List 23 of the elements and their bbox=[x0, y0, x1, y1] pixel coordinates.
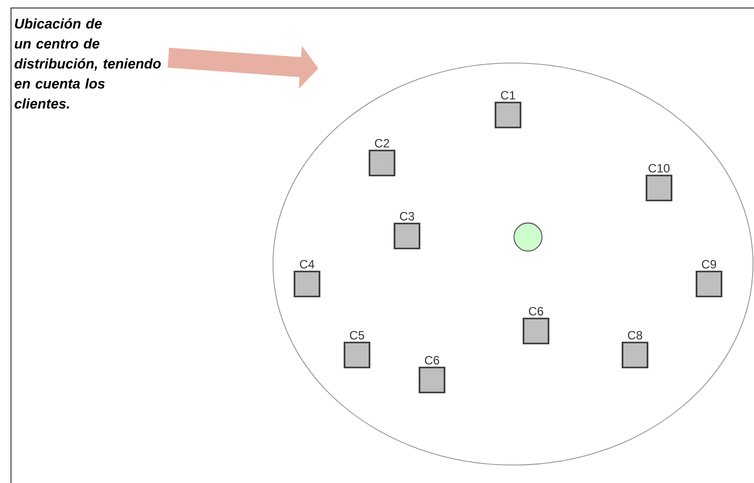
client-label: C4 bbox=[300, 260, 314, 268]
client-square bbox=[344, 342, 370, 368]
client-square bbox=[394, 222, 420, 250]
client-square bbox=[622, 342, 648, 368]
client-square bbox=[696, 270, 722, 298]
ellipse bbox=[272, 62, 754, 466]
client-label: C9 bbox=[702, 260, 716, 268]
client-label: C6 bbox=[528, 307, 544, 316]
client-label: C2 bbox=[374, 139, 390, 148]
client-square bbox=[368, 150, 396, 176]
client-label: C6 bbox=[424, 356, 440, 364]
client-label: C8 bbox=[628, 331, 642, 340]
client-square bbox=[294, 270, 320, 298]
client-label: C1 bbox=[500, 91, 516, 100]
client-square bbox=[522, 318, 550, 344]
client-label: C5 bbox=[350, 331, 364, 340]
client-label: C10 bbox=[648, 164, 670, 172]
client-square bbox=[646, 174, 672, 202]
client-square bbox=[418, 366, 446, 394]
location-circle bbox=[514, 222, 542, 252]
client-label: C3 bbox=[400, 212, 414, 220]
client-square bbox=[494, 102, 522, 128]
note-text: Ubicación de un centro de distribución, teniendo en cuenta los clientes. bbox=[14, 18, 161, 109]
